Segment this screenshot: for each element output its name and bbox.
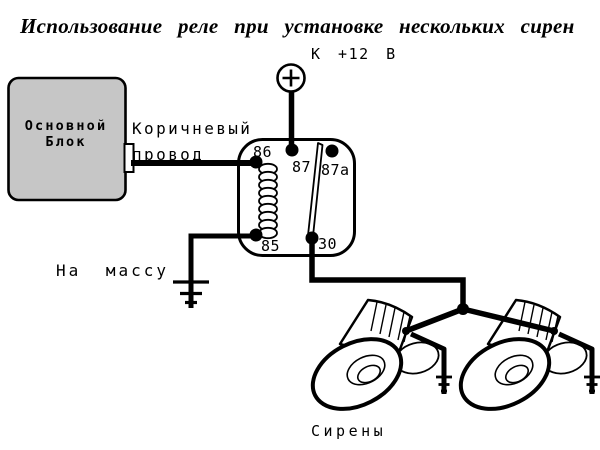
main-block-label-line2: Блок [45, 134, 86, 150]
relay-terminal-87-dot [285, 143, 299, 157]
block-connector [123, 143, 135, 173]
brown-wire-label-line2: провод [132, 145, 204, 164]
wire-right-siren-ground [557, 331, 595, 394]
relay-terminal-30-dot [305, 231, 319, 245]
wire-junction-to-left-siren [403, 306, 466, 334]
relay-pin-30-label: 30 [318, 235, 337, 253]
siren-icon-right [447, 298, 593, 425]
power-plus-icon [276, 63, 306, 93]
junction-dot [457, 303, 469, 315]
siren-icon-left [299, 298, 445, 425]
relay-terminal-86-dot [249, 155, 263, 169]
relay-pin-87a-label: 87a [321, 161, 350, 179]
wire-30-to-junction [309, 240, 466, 309]
relay-pin-87-label: 87 [292, 158, 311, 176]
diagram-title: Использование реле при установке несколь… [19, 14, 575, 38]
wires [131, 91, 595, 394]
sirens-label: Сирены [311, 422, 386, 440]
power-label: К +12 В [311, 45, 397, 63]
wire-85-to-ground [188, 233, 256, 308]
wire-junction-to-right-siren [460, 306, 557, 334]
right-siren-terminal-dot [550, 327, 558, 335]
ground-icon-relay [173, 280, 209, 305]
ground-label: На массу [56, 261, 169, 280]
main-block-label-line1: Основной [25, 118, 108, 134]
relay-pin-85-label: 85 [261, 237, 280, 255]
relay-terminal-87a-dot [325, 144, 339, 158]
ground-icon-left-siren [436, 375, 452, 393]
relay-pin-86-label: 86 [253, 143, 272, 161]
brown-wire-label-line1: Коричневый [132, 119, 252, 138]
wire-left-siren-ground [409, 331, 447, 394]
main-block [7, 76, 127, 202]
relay-terminal-85-dot [249, 228, 263, 242]
relay-coil-icon [258, 162, 278, 240]
left-siren-terminal-dot [402, 327, 410, 335]
ground-icon-right-siren [584, 375, 600, 393]
